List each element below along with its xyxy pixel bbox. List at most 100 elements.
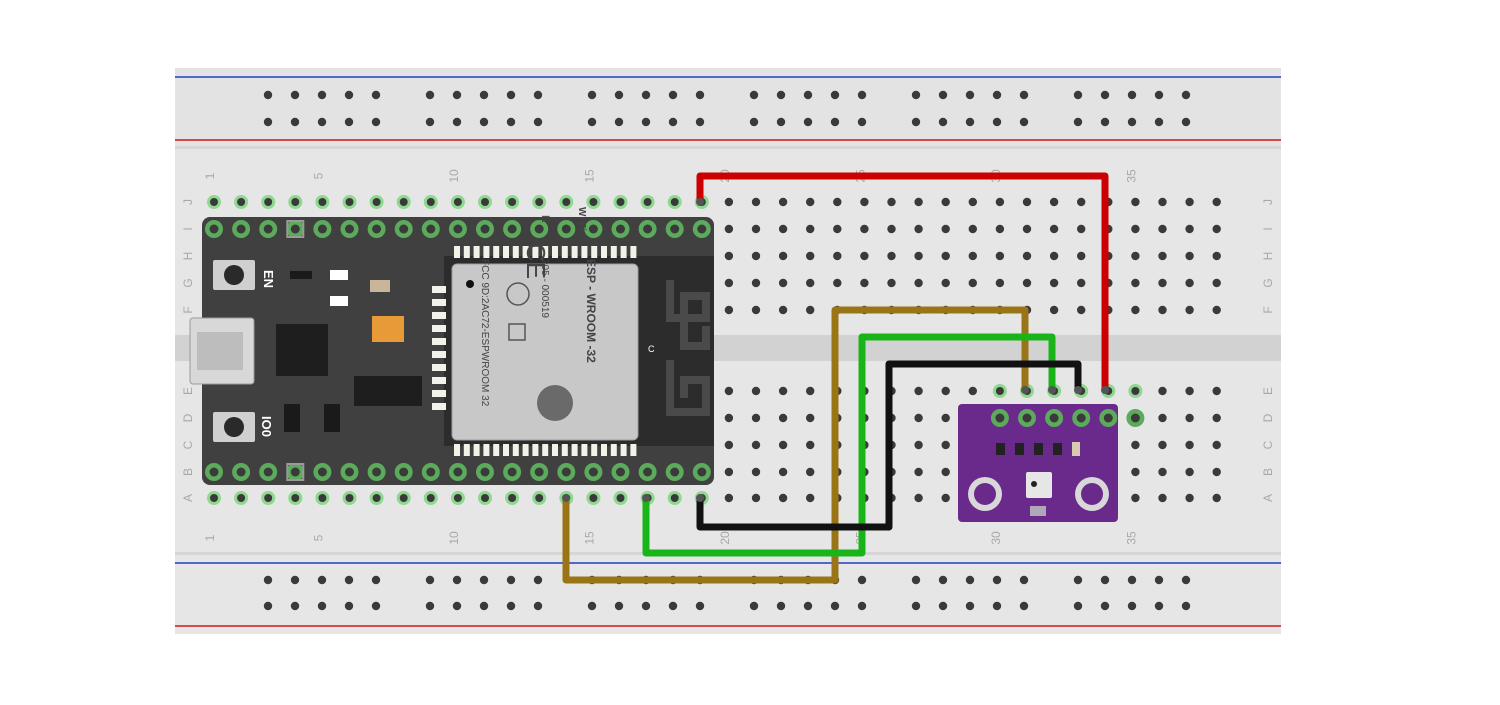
breadboard-hole[interactable] (1022, 278, 1032, 288)
breadboard-hole[interactable] (778, 278, 788, 288)
rail-hole[interactable] (344, 601, 354, 611)
rail-hole[interactable] (965, 575, 975, 585)
breadboard-hole[interactable] (1212, 440, 1221, 450)
rail-hole[interactable] (371, 575, 381, 585)
rail-hole[interactable] (1019, 575, 1029, 585)
rail-hole[interactable] (506, 117, 516, 127)
breadboard-hole[interactable] (833, 224, 842, 234)
breadboard-hole[interactable] (941, 224, 950, 234)
breadboard-hole[interactable] (1077, 197, 1086, 207)
breadboard-hole[interactable] (995, 251, 1005, 261)
rail-hole[interactable] (776, 90, 786, 100)
breadboard-hole[interactable] (914, 197, 923, 207)
breadboard-hole[interactable] (1022, 197, 1032, 207)
rail-hole[interactable] (263, 601, 273, 611)
rail-hole[interactable] (1073, 117, 1083, 127)
breadboard-hole[interactable] (751, 386, 761, 396)
breadboard-hole[interactable] (724, 197, 734, 207)
rail-hole[interactable] (911, 575, 921, 585)
breadboard-hole[interactable] (724, 278, 734, 288)
breadboard-hole[interactable] (1049, 305, 1059, 315)
rail-hole[interactable] (857, 575, 867, 585)
breadboard-hole[interactable] (1131, 440, 1140, 450)
rail-hole[interactable] (371, 117, 381, 127)
breadboard-hole[interactable] (806, 467, 815, 477)
breadboard-hole[interactable] (1077, 278, 1086, 288)
breadboard-hole[interactable] (1077, 251, 1086, 261)
rail-hole[interactable] (938, 575, 948, 585)
breadboard-hole[interactable] (806, 493, 815, 503)
rail-hole[interactable] (614, 90, 624, 100)
breadboard-hole[interactable] (914, 413, 923, 423)
rail-hole[interactable] (1181, 117, 1191, 127)
rail-hole[interactable] (911, 90, 921, 100)
breadboard-hole[interactable] (778, 493, 788, 503)
rail-hole[interactable] (452, 90, 462, 100)
rail-hole[interactable] (992, 575, 1002, 585)
breadboard-hole[interactable] (1022, 224, 1032, 234)
rail-hole[interactable] (641, 90, 651, 100)
rail-hole[interactable] (533, 117, 543, 127)
breadboard-hole[interactable] (1185, 440, 1194, 450)
breadboard-hole[interactable] (751, 251, 761, 261)
rail-hole[interactable] (317, 601, 327, 611)
breadboard-hole[interactable] (724, 493, 734, 503)
breadboard-hole[interactable] (806, 278, 815, 288)
breadboard-hole[interactable] (1185, 197, 1194, 207)
rail-hole[interactable] (1127, 90, 1137, 100)
rail-hole[interactable] (695, 117, 705, 127)
breadboard-hole[interactable] (751, 224, 761, 234)
breadboard-hole[interactable] (995, 197, 1005, 207)
rail-hole[interactable] (1100, 90, 1110, 100)
rail-hole[interactable] (830, 117, 840, 127)
breadboard-hole[interactable] (1158, 305, 1167, 315)
rail-hole[interactable] (911, 601, 921, 611)
breadboard-hole[interactable] (778, 197, 788, 207)
breadboard-hole[interactable] (724, 386, 734, 396)
rail-hole[interactable] (803, 601, 813, 611)
rail-hole[interactable] (1127, 117, 1137, 127)
rail-hole[interactable] (1019, 601, 1029, 611)
breadboard-hole[interactable] (1131, 493, 1140, 503)
breadboard-hole[interactable] (941, 386, 950, 396)
breadboard-hole[interactable] (1185, 251, 1194, 261)
breadboard-hole[interactable] (1212, 197, 1221, 207)
breadboard-hole[interactable] (1185, 493, 1194, 503)
breadboard-hole[interactable] (914, 224, 923, 234)
breadboard-hole[interactable] (1131, 278, 1140, 288)
breadboard-hole[interactable] (1212, 278, 1221, 288)
breadboard-hole[interactable] (751, 197, 761, 207)
breadboard-hole[interactable] (968, 386, 977, 396)
rail-hole[interactable] (479, 601, 489, 611)
rail-hole[interactable] (668, 90, 678, 100)
breadboard-hole[interactable] (833, 278, 842, 288)
rail-hole[interactable] (425, 90, 435, 100)
breadboard-hole[interactable] (724, 251, 734, 261)
io0-button-cap[interactable] (224, 417, 244, 437)
rail-hole[interactable] (452, 117, 462, 127)
rail-hole[interactable] (344, 117, 354, 127)
breadboard-hole[interactable] (724, 413, 734, 423)
breadboard-hole[interactable] (1158, 386, 1167, 396)
rail-hole[interactable] (1100, 117, 1110, 127)
breadboard-hole[interactable] (1049, 224, 1059, 234)
rail-hole[interactable] (1100, 601, 1110, 611)
rail-hole[interactable] (317, 90, 327, 100)
rail-hole[interactable] (1073, 90, 1083, 100)
rail-hole[interactable] (830, 90, 840, 100)
breadboard-hole[interactable] (914, 467, 923, 477)
breadboard-hole[interactable] (806, 197, 815, 207)
rail-hole[interactable] (1154, 117, 1164, 127)
breadboard-hole[interactable] (1185, 278, 1194, 288)
breadboard-hole[interactable] (751, 278, 761, 288)
breadboard-hole[interactable] (1212, 493, 1221, 503)
breadboard-hole[interactable] (941, 197, 950, 207)
rail-hole[interactable] (938, 117, 948, 127)
breadboard-hole[interactable] (941, 251, 950, 261)
breadboard-hole[interactable] (778, 413, 788, 423)
rail-hole[interactable] (830, 601, 840, 611)
rail-hole[interactable] (290, 90, 300, 100)
rail-hole[interactable] (911, 117, 921, 127)
rail-hole[interactable] (992, 117, 1002, 127)
rail-hole[interactable] (749, 601, 759, 611)
